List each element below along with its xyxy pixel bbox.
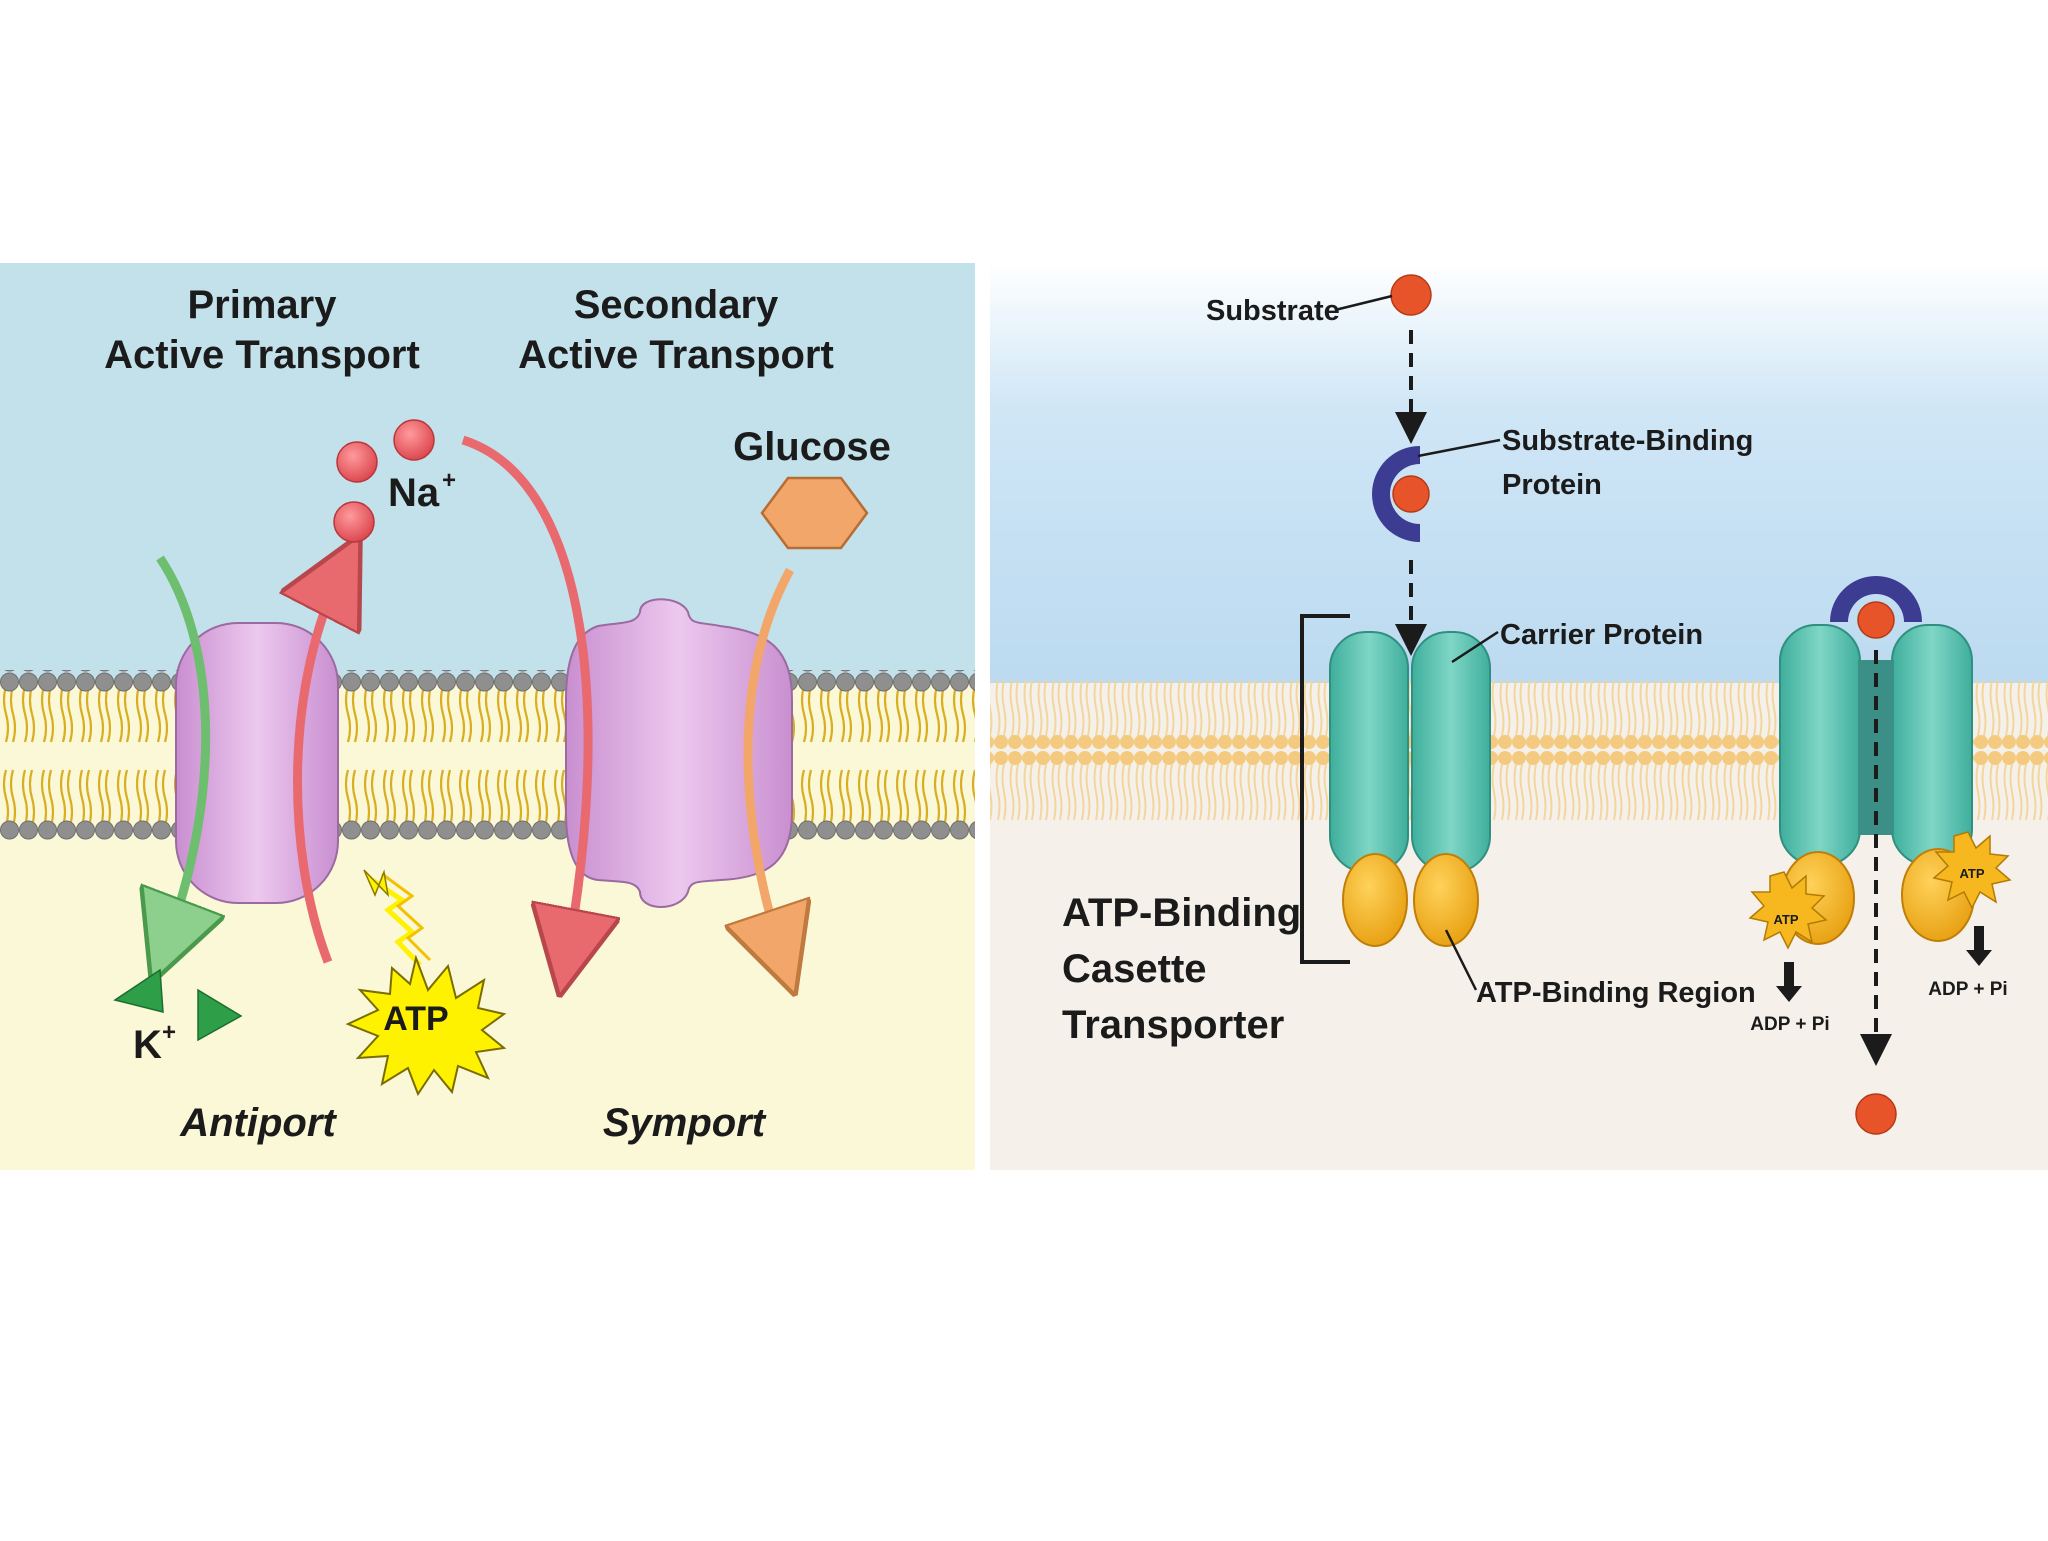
sodium-ion (336, 441, 378, 483)
potassium-ion (113, 968, 164, 1013)
sodium-in-arrow (461, 435, 588, 962)
substrate-label: Substrate (1206, 295, 1340, 327)
sodium-ion (333, 501, 375, 543)
antiport-label: Antiport (179, 1101, 337, 1145)
substrate-entering (1857, 601, 1895, 639)
substrate-molecule (1390, 274, 1432, 316)
right-panel: ATP ATP ADP + Pi ADP + Pi Substrate Subs… (990, 263, 2048, 1170)
bound-substrate (1392, 475, 1430, 513)
carrier-protein-half (1329, 631, 1409, 873)
binding-protein-label-line1: Substrate-Binding (1502, 425, 1753, 457)
carrier-protein-open-half (1779, 624, 1861, 866)
glucose-label: Glucose (733, 425, 891, 469)
sodium-label: Na (388, 471, 440, 515)
energy-zigzag (381, 872, 432, 962)
carrier-protein-label: Carrier Protein (1500, 619, 1703, 651)
atp-region-leader (1444, 929, 1478, 991)
substrate-binding-protein-docked (1830, 576, 1922, 622)
sodium-ion (393, 419, 435, 461)
abc-bracket (1300, 614, 1350, 964)
sodium-out-arrow (298, 566, 344, 964)
released-substrate (1855, 1093, 1897, 1135)
potassium-charge: + (162, 1019, 176, 1046)
secondary-title-line2: Active Transport (518, 333, 834, 377)
primary-title-line1: Primary (188, 283, 338, 327)
adp-arrow-left-head (1776, 986, 1802, 1002)
carrier-protein-open-half (1891, 624, 1973, 866)
atp-binding-domain (1413, 853, 1479, 947)
lipid-bilayer (0, 670, 975, 840)
substrate-leader (1334, 294, 1393, 312)
glucose-molecule (760, 476, 869, 550)
atp-label: ATP (383, 1000, 448, 1038)
extracellular-region (0, 263, 975, 683)
potassium-ion (197, 988, 243, 1042)
atp-binding-domain (1342, 853, 1408, 947)
glucose-arrow (748, 567, 790, 962)
atp-burst (345, 954, 507, 1097)
sodium-charge: + (442, 467, 456, 494)
energy-arrow-head (363, 869, 390, 898)
symport-label: Symport (603, 1101, 767, 1145)
abc-label-line2: Casette (1062, 947, 1207, 991)
atp-star-right-label: ATP (1959, 866, 1984, 881)
adp-pi-right: ADP + Pi (1928, 979, 2007, 1000)
potassium-label: K (133, 1023, 162, 1067)
symport-carrier-protein (565, 598, 793, 908)
substrate-binding-protein (1372, 446, 1420, 542)
atp-star-left-label: ATP (1773, 912, 1798, 927)
carrier-protein-half (1411, 631, 1491, 873)
adp-arrow-right (1974, 926, 1984, 952)
left-panel: ATP Primary Active Transport Secondary A… (0, 263, 975, 1170)
binding-protein-leader (1417, 438, 1501, 458)
adp-pi-left: ADP + Pi (1750, 1014, 1829, 1035)
binding-protein-label-line2: Protein (1502, 469, 1602, 501)
adp-arrow-left (1784, 962, 1794, 988)
secondary-title-line1: Secondary (574, 283, 779, 327)
atp-star-left (1748, 871, 1828, 950)
abc-label-line1: ATP-Binding (1062, 891, 1301, 935)
abc-label-line3: Transporter (1062, 1003, 1284, 1047)
potassium-arrow (160, 555, 206, 950)
energy-zigzag (370, 877, 422, 967)
primary-title-line2: Active Transport (104, 333, 420, 377)
atp-binding-region-label: ATP-Binding Region (1476, 977, 1756, 1009)
atp-star-right (1932, 831, 2012, 910)
adp-arrow-right-head (1966, 950, 1992, 966)
carrier-protein-leader (1451, 630, 1499, 664)
